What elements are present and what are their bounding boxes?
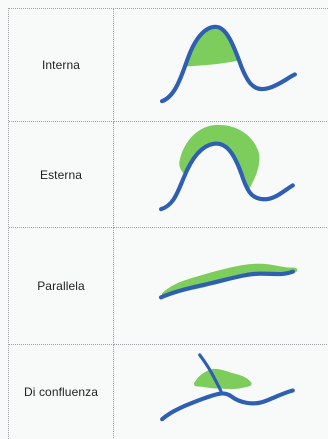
row-label-di-confluenza: Di confluenza: [24, 385, 98, 399]
illustration-cell-di-confluenza: [114, 345, 328, 439]
illustration-cell-interna: [114, 9, 328, 122]
illustration-esterna: [114, 122, 328, 227]
deposit-shape-di-confluenza: [194, 369, 252, 389]
row-label-cell-esterna: Esterna: [9, 122, 114, 228]
row-label-cell-interna: Interna: [9, 9, 114, 122]
row-label-esterna: Esterna: [40, 168, 82, 182]
illustration-interna: [114, 9, 328, 121]
deposit-shape-esterna: [179, 125, 259, 189]
row-label-parallela: Parallela: [37, 279, 85, 293]
row-label-cell-parallela: Parallela: [9, 228, 114, 345]
row-label-cell-di-confluenza: Di confluenza: [9, 345, 114, 439]
river-line-interna: [162, 27, 295, 101]
illustration-cell-parallela: [114, 228, 328, 345]
row-label-interna: Interna: [42, 58, 80, 72]
illustration-di-confluenza: [114, 345, 328, 439]
river-line-esterna: [161, 144, 293, 210]
river-line-di-confluenza: [162, 391, 293, 420]
illustration-parallela: [114, 228, 328, 344]
illustration-cell-esterna: [114, 122, 328, 228]
classification-table: Interna Esterna Parallela: [8, 8, 328, 439]
